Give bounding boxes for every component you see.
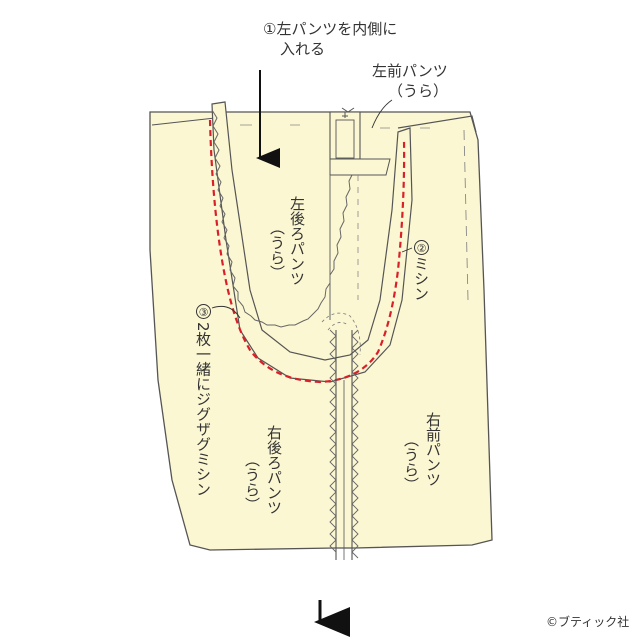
leader-left-front bbox=[371, 99, 393, 129]
zigzag-seam bbox=[211, 109, 360, 328]
red-stitch-line bbox=[208, 119, 406, 384]
step1-number: ① bbox=[263, 20, 277, 38]
right-front-sub: （うら） bbox=[402, 432, 420, 492]
left-back-sub: （うら） bbox=[268, 220, 286, 280]
step1-line1: 左パンツを内側に bbox=[276, 20, 398, 38]
step2-number: ② bbox=[414, 238, 429, 256]
waistband-edge bbox=[397, 115, 477, 133]
step3-number: ③ bbox=[196, 302, 211, 320]
center-seam-lower bbox=[335, 330, 353, 560]
step1-label: ①左パンツを内側に bbox=[263, 20, 397, 38]
left-back-label: 左後ろパンツ bbox=[288, 196, 306, 286]
right-front-label: 右前パンツ bbox=[424, 412, 442, 487]
right-back-label: 右後ろパンツ bbox=[265, 425, 283, 515]
leader-step3 bbox=[211, 305, 241, 319]
step1-label-line2: 入れる bbox=[280, 40, 326, 58]
copyright: ©ブティック社 bbox=[546, 615, 630, 629]
left-front-label: 左前パンツ bbox=[372, 62, 448, 80]
step3-text: 2枚一緒にジグザグミシン bbox=[194, 322, 212, 497]
step2-text: ミシン bbox=[412, 256, 430, 301]
left-pants-u-panel bbox=[211, 101, 413, 383]
left-front-sub: （うら） bbox=[388, 82, 449, 100]
right-back-sub: （うら） bbox=[243, 452, 261, 512]
center-fly bbox=[329, 111, 361, 160]
leader-step2 bbox=[401, 247, 413, 253]
